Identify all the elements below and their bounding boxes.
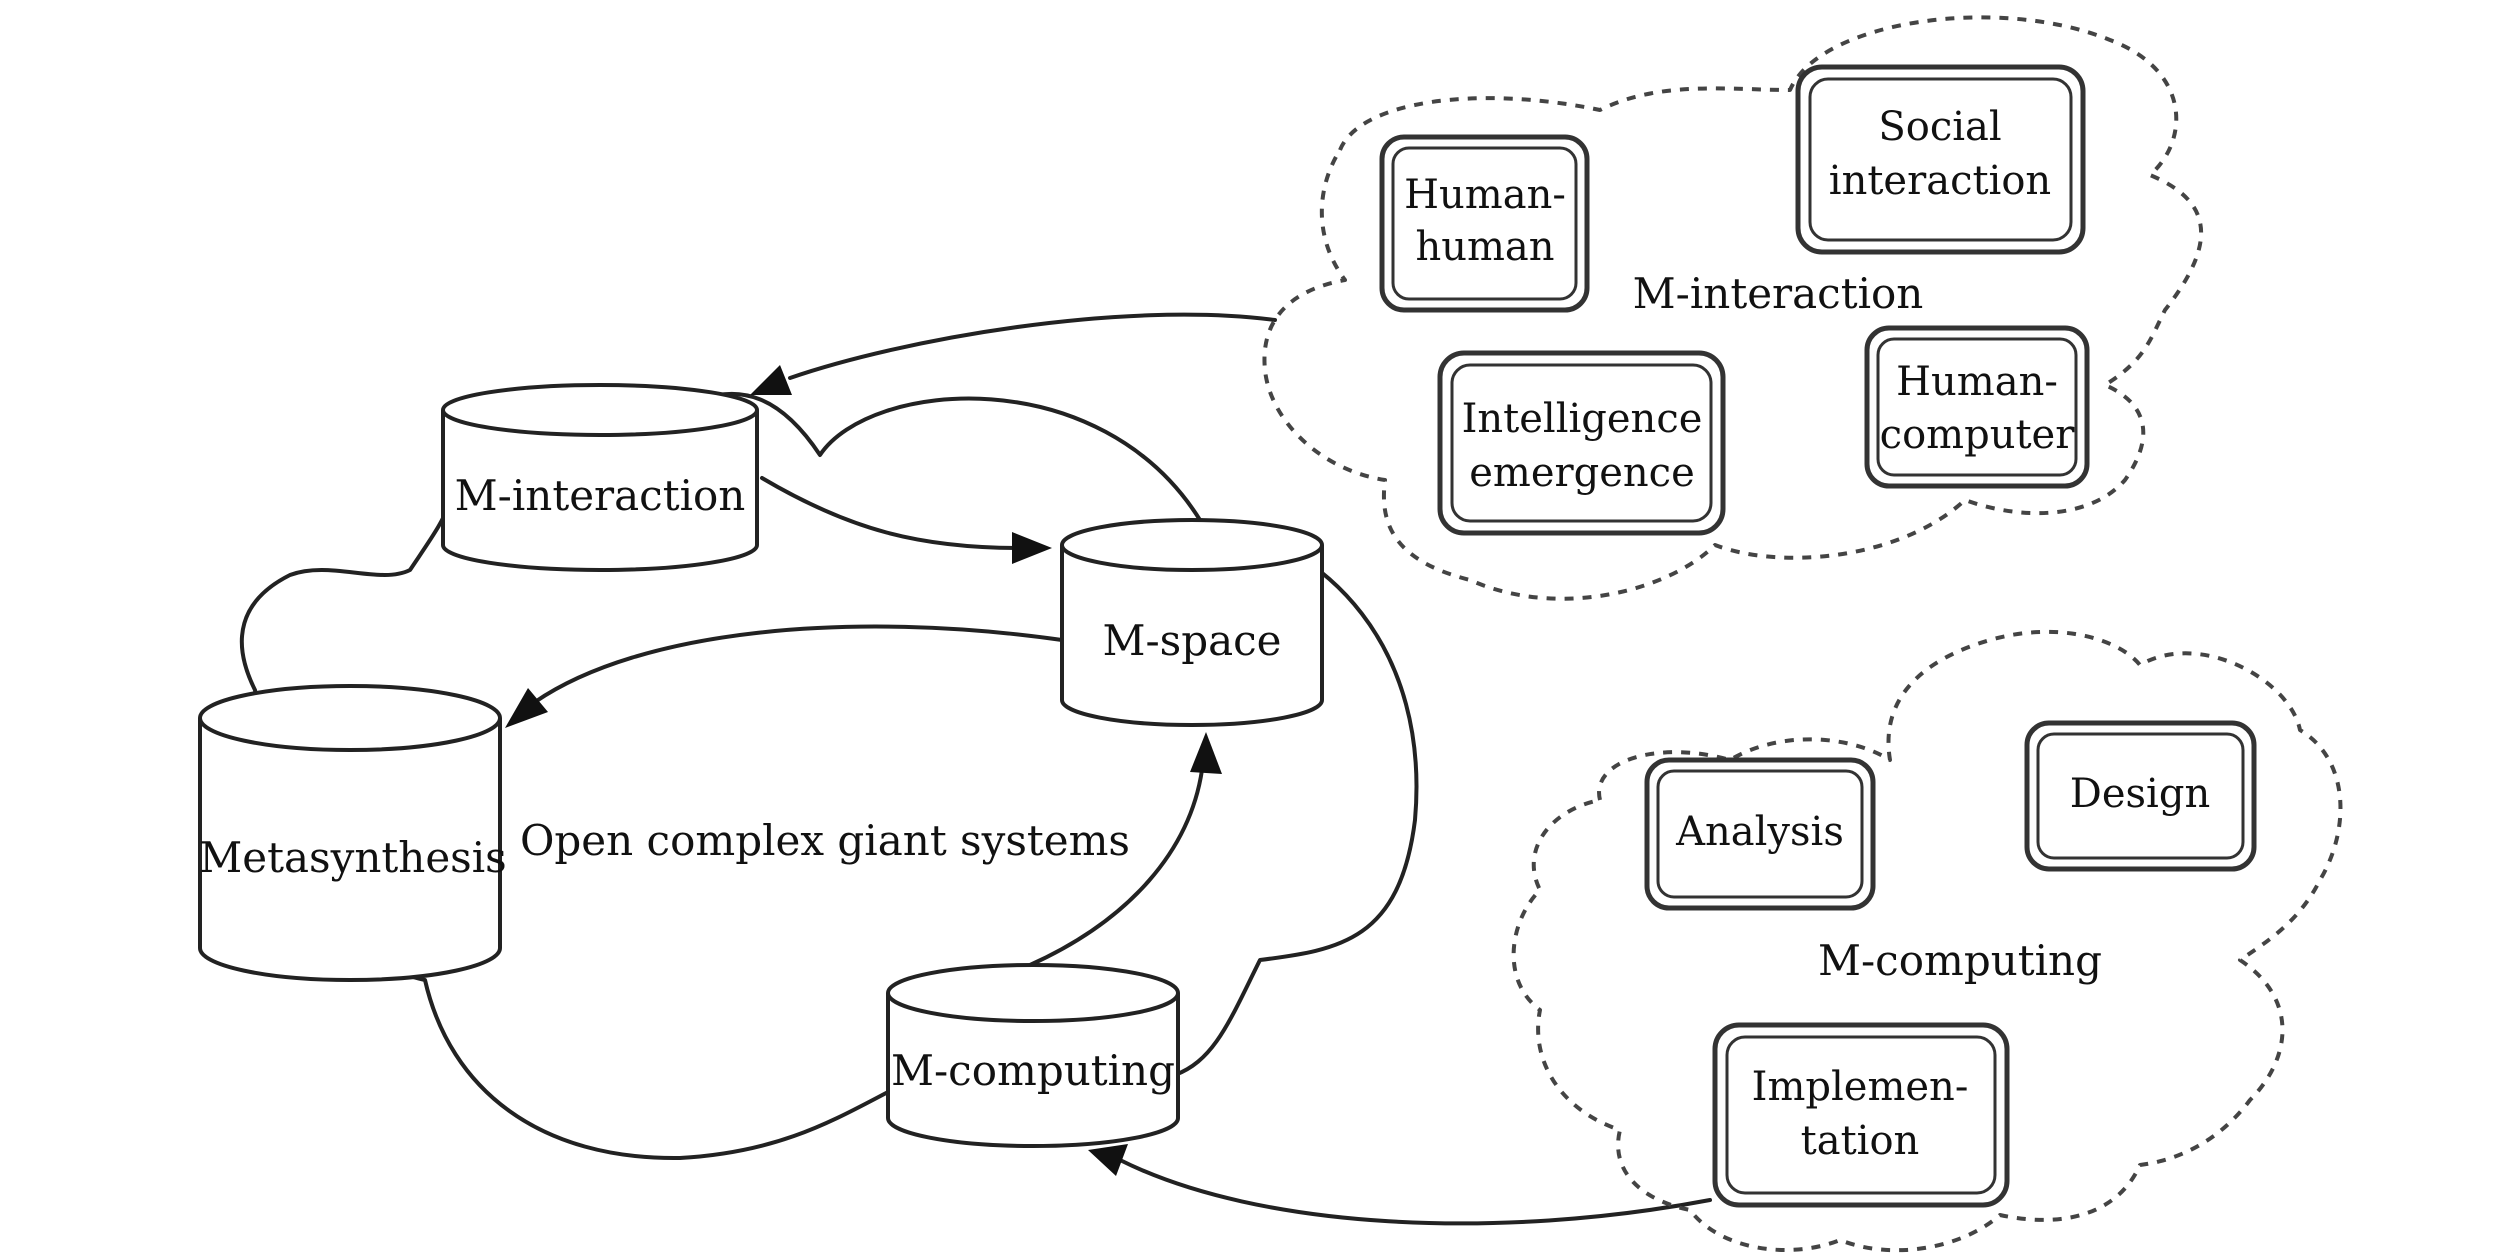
box-label-human-human-2: human bbox=[1415, 224, 1554, 270]
node-label-m-computing: M-computing bbox=[891, 1046, 1175, 1095]
box-label-social-1: Social bbox=[1878, 104, 2001, 150]
node-label-m-space: M-space bbox=[1102, 616, 1281, 665]
box-design: Design bbox=[2024, 720, 2257, 872]
arrow-cloud-to-computing bbox=[1118, 1158, 1712, 1226]
node-label-metasynthesis: Metasynthesis bbox=[199, 833, 506, 882]
cylinder-metasynthesis: Metasynthesis bbox=[198, 684, 507, 982]
cylinder-m-interaction: M-interaction bbox=[441, 383, 759, 572]
arrow-interaction-to-space bbox=[760, 476, 1022, 550]
box-label-intelligence-1: Intelligence bbox=[1462, 396, 1703, 442]
center-label: Open complex giant systems bbox=[520, 816, 1130, 865]
arrowhead-space-from-computing bbox=[1190, 732, 1222, 774]
box-social-interaction: Social interaction bbox=[1795, 64, 2086, 255]
arrow-computing-to-space bbox=[1028, 768, 1204, 967]
box-intelligence-emergence: Intelligence emergence bbox=[1437, 350, 1726, 536]
computing-cloud bbox=[1511, 629, 2343, 1253]
cylinder-m-computing: M-computing bbox=[886, 963, 1180, 1148]
box-label-implementation-2: tation bbox=[1801, 1118, 1920, 1164]
cylinder-m-space: M-space bbox=[1060, 518, 1324, 727]
box-label-implementation-1: Implemen- bbox=[1752, 1064, 1969, 1110]
computing-cloud-label: M-computing bbox=[1818, 936, 2102, 985]
box-label-analysis: Analysis bbox=[1675, 809, 1844, 855]
interaction-cloud-label: M-interaction bbox=[1633, 269, 1924, 318]
box-label-design: Design bbox=[2070, 771, 2210, 817]
arrowhead-interaction-in bbox=[750, 365, 792, 395]
box-human-human: Human- human bbox=[1379, 134, 1590, 313]
box-human-computer: Human- computer bbox=[1864, 325, 2090, 489]
box-label-human-computer-1: Human- bbox=[1896, 359, 2058, 405]
box-label-intelligence-2: emergence bbox=[1469, 450, 1695, 496]
box-label-human-computer-2: computer bbox=[1880, 412, 2076, 458]
arrowhead-metasynthesis-in bbox=[505, 688, 548, 728]
box-implementation: Implemen- tation bbox=[1712, 1022, 2010, 1208]
node-label-m-interaction: M-interaction bbox=[455, 471, 746, 520]
box-analysis: Analysis bbox=[1644, 757, 1876, 911]
arrowhead-computing-in bbox=[1088, 1144, 1128, 1176]
arrow-cloud-to-interaction bbox=[788, 312, 1277, 380]
arrow-space-to-metasynthesis bbox=[533, 624, 1064, 704]
interaction-cloud bbox=[1262, 15, 2204, 601]
box-label-social-2: interaction bbox=[1829, 158, 2051, 204]
box-label-human-human-1: Human- bbox=[1404, 172, 1566, 218]
arrowhead-space-in bbox=[1012, 532, 1052, 564]
